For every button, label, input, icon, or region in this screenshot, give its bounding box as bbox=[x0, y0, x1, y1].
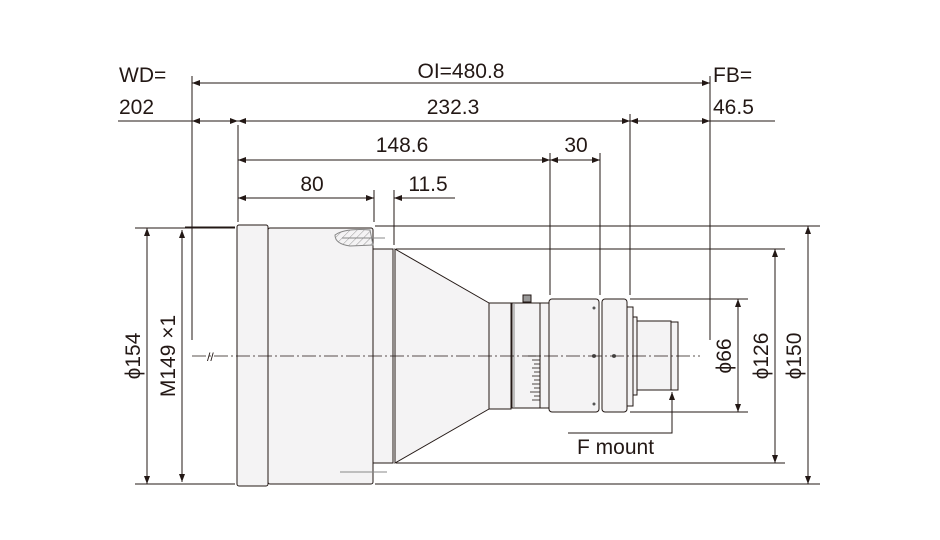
length-30-label: 30 bbox=[564, 134, 587, 157]
oi-label: OI=480.8 bbox=[418, 60, 505, 83]
focus-barrel bbox=[548, 298, 600, 413]
front-flange bbox=[236, 224, 269, 487]
length-148-label: 148.6 bbox=[376, 134, 429, 157]
f-mount bbox=[636, 320, 672, 391]
diameter-154-label: ϕ154 bbox=[122, 332, 145, 379]
wd-label: WD= bbox=[119, 64, 166, 87]
lock-knob bbox=[522, 294, 532, 303]
diameter-150-label: ϕ150 bbox=[783, 333, 806, 380]
length-11-5-label: 11.5 bbox=[408, 173, 447, 196]
length-232-label: 232.3 bbox=[427, 96, 480, 119]
fb-value: 46.5 bbox=[713, 96, 754, 119]
diameter-66-label: ϕ66 bbox=[713, 338, 736, 373]
aperture-ring bbox=[511, 302, 541, 409]
mount-step bbox=[626, 306, 634, 407]
f-mount-label: F mount bbox=[577, 436, 654, 459]
thread-label: M149 ×1 bbox=[157, 315, 180, 397]
svg-text://: // bbox=[207, 350, 214, 364]
scale-ticks bbox=[528, 355, 540, 401]
fb-label: FB= bbox=[713, 64, 752, 87]
diameter-126-label: ϕ126 bbox=[750, 333, 773, 380]
length-80-label: 80 bbox=[300, 173, 323, 196]
dimension-lines bbox=[118, 80, 811, 484]
wd-value: 202 bbox=[119, 96, 154, 119]
